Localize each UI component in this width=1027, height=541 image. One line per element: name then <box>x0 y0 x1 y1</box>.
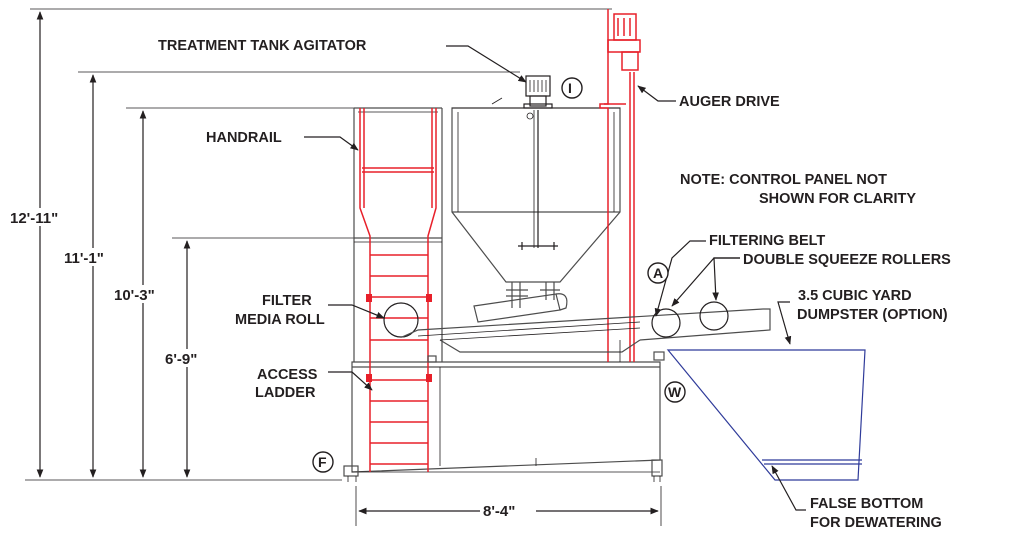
label-agitator: TREATMENT TANK AGITATOR <box>158 38 367 54</box>
agitator-motor <box>523 75 553 109</box>
squeeze-roller-2 <box>699 301 729 331</box>
label-dumpster-1: 3.5 CUBIC YARD <box>798 288 912 304</box>
label-ladder-1: ACCESS <box>257 367 318 383</box>
label-auger-drive: AUGER DRIVE <box>679 94 780 110</box>
dimension-bottom <box>355 486 662 526</box>
label-dumpster-2: DUMPSTER (OPTION) <box>797 307 948 323</box>
filtering-belt <box>401 308 771 363</box>
label-false-bottom-1: FALSE BOTTOM <box>810 496 923 512</box>
callout-i-text: I <box>568 80 572 96</box>
callout-a-text: A <box>653 265 663 281</box>
dim-platform-height: 6'-9" <box>165 351 197 368</box>
base-frame <box>343 361 663 482</box>
dim-base-length: 8'-4" <box>483 503 515 520</box>
callout-a: A <box>647 262 669 284</box>
label-filter-1: FILTER <box>262 293 312 309</box>
callout-f: F <box>312 451 334 473</box>
squeeze-roller-1 <box>651 308 681 338</box>
dim-overall-height: 12'-11" <box>10 210 58 227</box>
label-filter-2: MEDIA ROLL <box>235 312 325 328</box>
dumpster <box>666 349 866 481</box>
label-filtering-belt: FILTERING BELT <box>709 233 825 249</box>
treatment-tank <box>451 97 621 323</box>
note-line-2: SHOWN FOR CLARITY <box>759 191 916 207</box>
note-line-1: NOTE: CONTROL PANEL NOT <box>680 172 887 188</box>
label-handrail: HANDRAIL <box>206 130 282 146</box>
label-ladder-2: LADDER <box>255 385 316 401</box>
dim-handrail-height: 10'-3" <box>114 287 155 304</box>
auger-assembly <box>599 9 641 362</box>
callout-i: I <box>561 77 583 99</box>
label-squeeze-rollers: DOUBLE SQUEEZE ROLLERS <box>743 252 951 268</box>
dimension-lines <box>8 8 612 481</box>
leader-lines <box>304 45 806 511</box>
callout-w: W <box>664 381 686 403</box>
label-false-bottom-2: FOR DEWATERING <box>810 515 942 531</box>
filter-media-roll <box>383 302 419 338</box>
access-ladder <box>359 108 437 472</box>
callout-f-text: F <box>318 454 327 470</box>
callout-w-text: W <box>668 384 682 400</box>
dim-agitator-height: 11'-1" <box>64 250 104 267</box>
